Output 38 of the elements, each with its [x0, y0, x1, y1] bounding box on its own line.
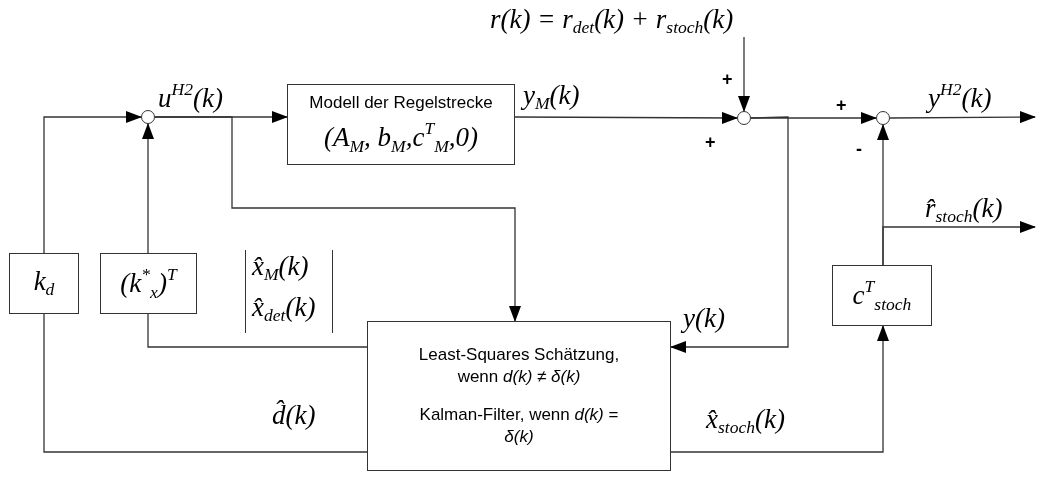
signal-label: y$_{M}$(k): [523, 80, 580, 116]
signal-arrow: [154, 116, 521, 322]
block-title: k$_{d}$: [33, 266, 55, 301]
signal-label: y(k): [683, 303, 725, 333]
sum-junction-circle: [141, 110, 155, 124]
sum-sign: -: [856, 140, 862, 158]
block-box: [287, 84, 515, 165]
block-box: [367, 321, 671, 471]
signal-line: [43, 313, 368, 453]
signal-arrow: [670, 116, 789, 353]
block-box: [832, 265, 932, 326]
state-vector-label: x̂$_{M}$(k) x̂$_{det}$(k): [245, 250, 333, 333]
signal-arrow: [882, 221, 1036, 266]
signal-arrow: [43, 111, 142, 254]
signal-arrow: [670, 325, 889, 453]
signal-arrow: [889, 111, 1036, 124]
sum-sign: +: [705, 133, 716, 151]
block-title: Modell der Regelstrecke: [309, 92, 493, 115]
block-title: (k$^{*}$$_{x}$)$^{T}$: [120, 264, 177, 303]
sum-junction-circle: [737, 111, 751, 125]
signal-arrow: [142, 123, 154, 254]
sum-sign: +: [722, 70, 733, 88]
signal-label: d̂(k): [272, 400, 316, 430]
signal-arrow: [738, 36, 750, 112]
sum-junction-circle: [876, 111, 890, 125]
signal-label: r̂$_{stoch}$(k): [925, 193, 1003, 229]
block-box: [100, 253, 197, 314]
sum-sign: +: [836, 96, 847, 114]
block-text: (A$_{M}$, b$_{M}$,c$^{T}$$_{M}$,0): [323, 118, 479, 157]
signal-line: [147, 313, 368, 348]
signal-label: y$^{H2}$(k): [928, 78, 992, 114]
block-title: Least-Squares Schätzung, wenn d(k) ≠ δ(k): [417, 344, 621, 388]
signal-label: r(k) = r$_{det}$(k) + r$_{stoch}$(k): [490, 4, 734, 40]
block-text: Kalman-Filter, wenn d(k) = δ(k): [418, 404, 620, 448]
signal-arrow: [514, 111, 738, 124]
block-box: [9, 253, 79, 314]
signal-label: x̂$_{stoch}$(k): [706, 404, 785, 440]
signal-label: u$^{H2}$(k): [158, 78, 223, 114]
